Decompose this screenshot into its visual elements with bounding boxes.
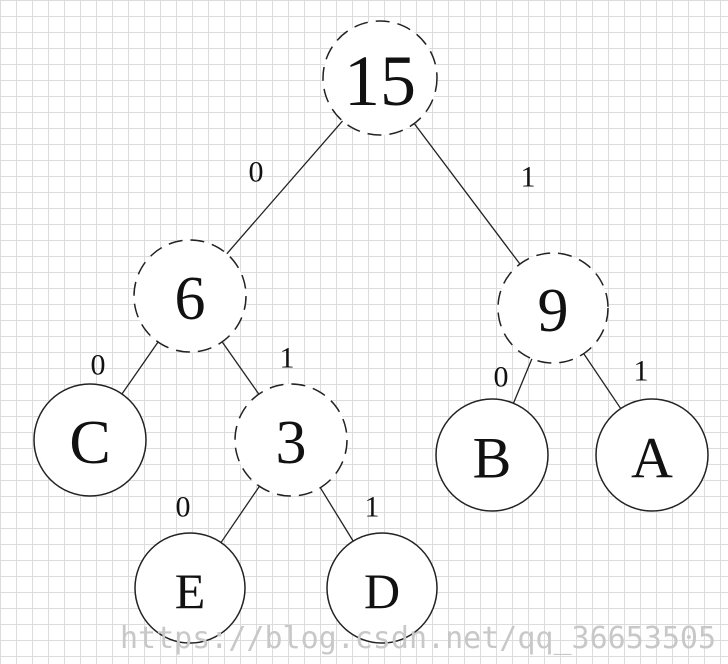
edge-label-9-A: 1 [634, 355, 649, 388]
node-label-6: 6 [175, 265, 206, 333]
tree-node-a [595, 398, 709, 512]
node-label-a: A [631, 426, 673, 491]
tree-edge-15-6 [226, 120, 344, 255]
edge-label-6-C: 0 [91, 349, 106, 382]
tree-node-c [33, 383, 147, 497]
edge-label-6-3: 1 [280, 342, 295, 375]
watermark-text: https://blog.csdn.net/qq_36653505 [120, 621, 716, 656]
tree-edge-6-C [121, 341, 159, 395]
tree-edge-9-B [512, 358, 533, 404]
tree-edge-9-A [583, 353, 622, 409]
tree-edge-3-E [220, 485, 260, 543]
node-label-3: 3 [276, 409, 307, 477]
tree-edge-15-9 [413, 123, 521, 265]
node-label-b: B [473, 426, 512, 491]
edge-label-15-9: 1 [521, 161, 536, 194]
node-label-9: 9 [538, 277, 569, 345]
edge-label-3-D: 1 [365, 491, 380, 524]
tree-edge-6-3 [221, 341, 260, 395]
edge-label-3-E: 0 [176, 491, 191, 524]
node-label-d: D [364, 563, 400, 619]
tree-node-b [435, 398, 549, 512]
tree-node-6 [133, 239, 247, 353]
node-label-15: 15 [344, 41, 416, 121]
tree-node-d [326, 532, 438, 644]
node-label-e: E [175, 563, 206, 619]
tree-edge-3-D [319, 487, 354, 542]
tree-node-3 [234, 383, 348, 497]
edge-label-15-6: 0 [249, 156, 264, 189]
node-label-c: C [69, 409, 110, 477]
tree-node-9 [497, 252, 609, 364]
edge-label-9-B: 0 [494, 361, 509, 394]
tree-node-15 [322, 20, 438, 136]
tree-node-e [134, 532, 246, 644]
